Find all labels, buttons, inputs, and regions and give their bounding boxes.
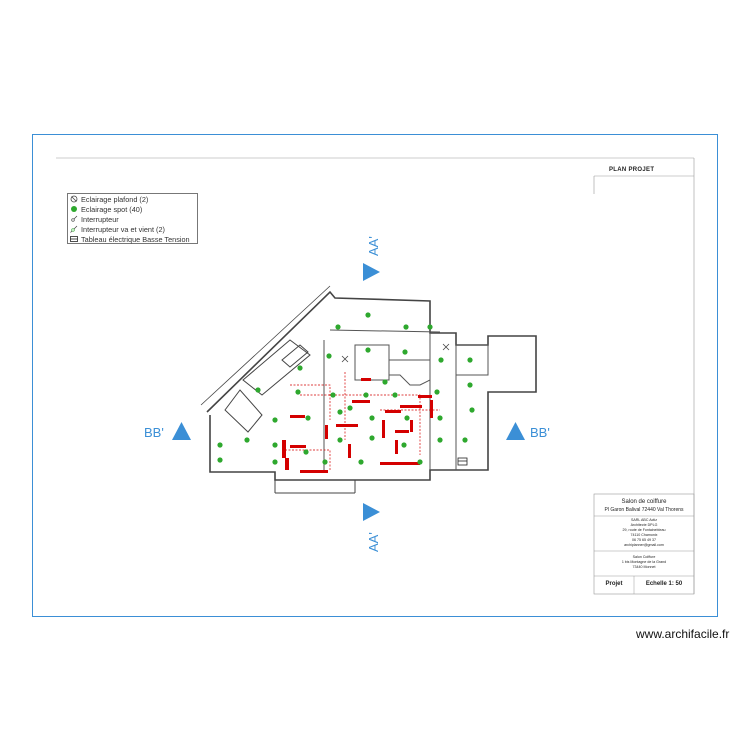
section-label-aa-bottom: AA'	[366, 532, 381, 552]
section-aa-top-arrow	[363, 263, 380, 281]
ceiling-lights	[341, 343, 450, 363]
electrical-panel-icon	[70, 235, 78, 243]
section-label-aa-top: AA'	[366, 236, 381, 256]
project-address: Pl Garon Balival 72440 Val Thorens	[604, 507, 684, 513]
switch-icon	[70, 215, 78, 223]
section-bb-right-arrow	[506, 422, 525, 440]
legend-item-two-way-switch: Interrupteur va et vient (2)	[70, 225, 165, 235]
salon-fixtures	[282, 378, 433, 473]
wiring-circuit	[285, 372, 440, 470]
legend-item-spot: Eclairage spot (40)	[70, 205, 142, 215]
legend-item-switch: Interrupteur	[70, 215, 119, 225]
scale-label: Echelle 1: 50	[645, 581, 683, 587]
section-label-bb-right: BB'	[530, 425, 550, 440]
legend: Eclairage plafond (2) Eclairage spot (40…	[67, 193, 198, 244]
phase-label: Projet	[605, 581, 623, 587]
watermark-text: www.archifacile.fr	[636, 627, 730, 641]
sheet-frame	[32, 134, 718, 617]
project-name: Salon de coiffure	[621, 499, 667, 505]
section-bb-left-arrow	[172, 422, 191, 440]
plan-title: PLAN PROJET	[609, 167, 655, 173]
two-way-switch-icon	[70, 225, 78, 233]
legend-item-ceiling: Eclairage plafond (2)	[70, 195, 148, 205]
interior-partitions	[323, 329, 489, 470]
client-info: Salon Coiffure 1 bis Montagne de la Gran…	[621, 555, 667, 569]
legend-item-panel: Tableau électrique Basse Tension	[70, 235, 190, 245]
ceiling-light-icon	[70, 195, 78, 203]
spot-lights	[217, 312, 475, 465]
section-label-bb-left: BB'	[144, 425, 164, 440]
section-aa-bottom-arrow	[363, 503, 380, 521]
building-walls	[200, 285, 537, 494]
electrical-panel	[457, 457, 468, 466]
section-markers	[172, 263, 525, 521]
title-block-frame	[593, 493, 695, 595]
designer-info: SARL ABC Actiz Architecte DPLG 29, route…	[622, 518, 666, 547]
spot-light-icon	[70, 205, 78, 213]
